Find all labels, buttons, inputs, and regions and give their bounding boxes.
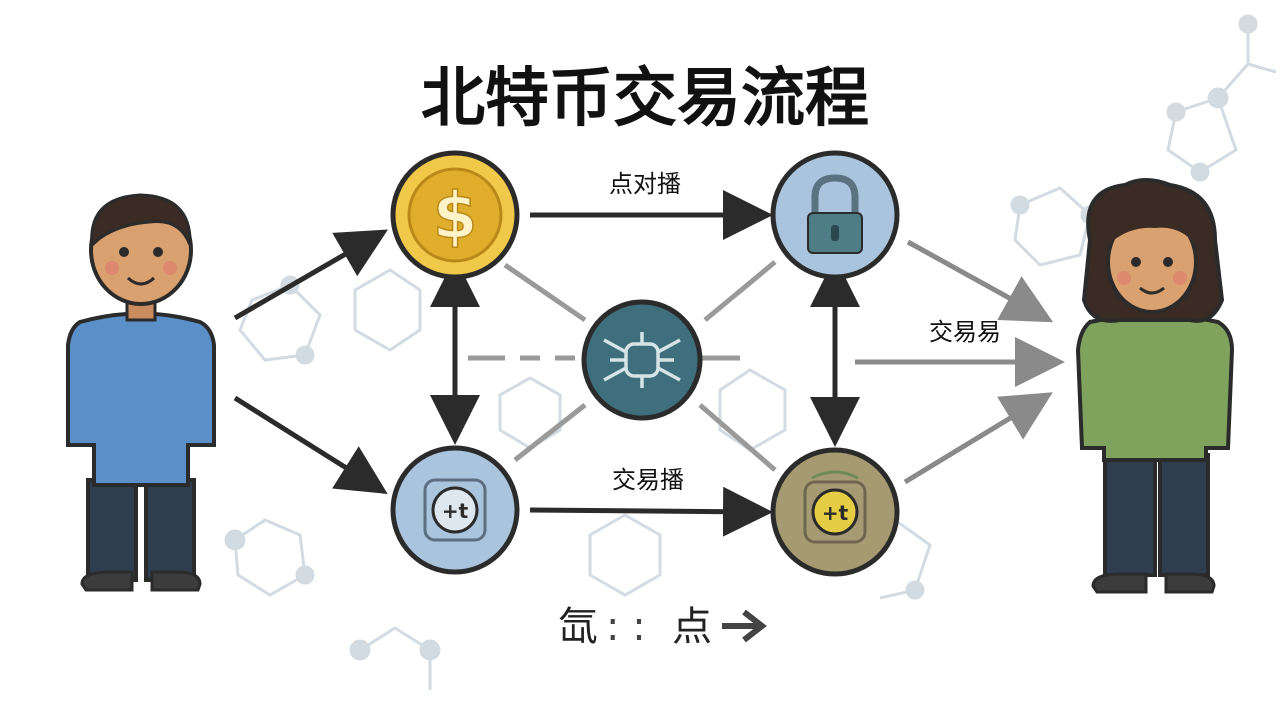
hub-connectors — [468, 260, 777, 472]
clock-icon: +t — [803, 470, 867, 544]
legend-left-label: 氙 — [558, 604, 598, 650]
arrow-sender-to-coin — [233, 229, 388, 321]
page-title: 北特币交易流程 — [421, 62, 869, 136]
edge-label-top: 点对播 — [609, 170, 681, 198]
legend-right-label: 点 — [672, 604, 712, 650]
legend-dots: : : — [606, 604, 646, 650]
arrow-sender-to-clock — [233, 395, 388, 494]
clock-node-left: +t — [390, 445, 520, 575]
network-hub-icon — [603, 332, 681, 388]
edge-label-bottom: 交易播 — [612, 466, 684, 494]
lock-node — [770, 150, 900, 280]
clock-node-right: +t — [770, 447, 900, 577]
person-icon — [1075, 178, 1235, 594]
coin-node: $ — [390, 150, 520, 280]
network-hub-node — [581, 299, 703, 421]
receiver-person — [1075, 178, 1235, 594]
edge-label-right: 交易易 — [929, 318, 1001, 346]
sender-person — [66, 193, 216, 592]
svg-text:+t: +t — [442, 499, 469, 523]
legend-arrow-icon — [722, 609, 767, 643]
person-icon — [66, 193, 216, 592]
flow-arrows — [233, 190, 860, 537]
arrow-clock-to-clock — [529, 486, 773, 537]
legend: 氙 : : 点 — [558, 604, 767, 650]
padlock-icon — [807, 174, 863, 254]
receiver-arrows — [855, 239, 1065, 485]
dollar-coin-icon: $ — [433, 180, 478, 254]
svg-text:+t: +t — [822, 501, 849, 525]
clock-icon: +t — [423, 478, 487, 542]
